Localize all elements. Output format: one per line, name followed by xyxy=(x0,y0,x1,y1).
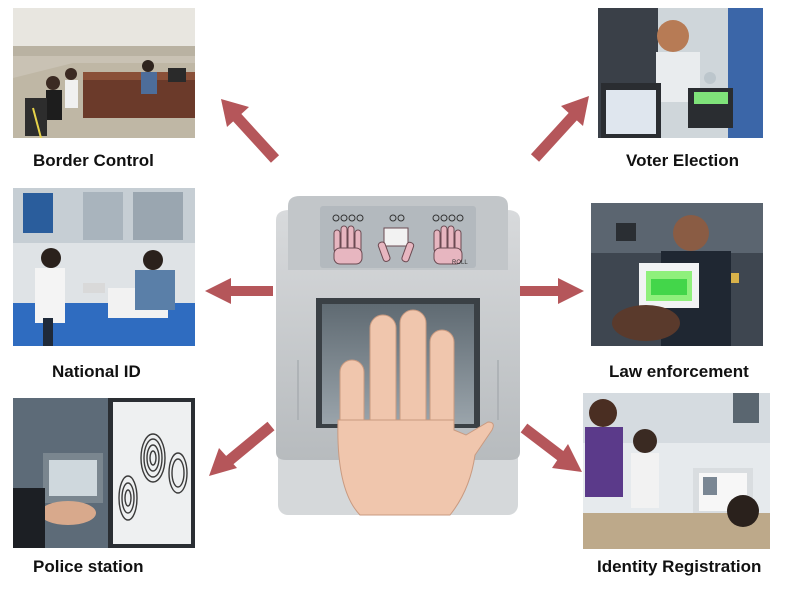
caption-identity-registration: Identity Registration xyxy=(597,557,762,576)
national-id-scene xyxy=(13,188,195,346)
hand-icon xyxy=(377,227,415,263)
voter-election-photo xyxy=(598,8,763,138)
hand-icon xyxy=(333,225,363,265)
arrow-icon-mid-left xyxy=(205,278,273,304)
arrow-icon-top-right xyxy=(530,96,589,162)
national-id-photo xyxy=(13,188,195,346)
border-control-scene xyxy=(13,8,195,138)
caption-law-enforcement: Law enforcement xyxy=(609,362,749,381)
border-control-photo xyxy=(13,8,195,138)
caption-border-control: Border Control xyxy=(33,151,154,170)
caption-voter-election: Voter Election xyxy=(626,151,740,170)
hand-icon xyxy=(337,309,494,516)
arrow-icon-mid-right xyxy=(520,278,584,304)
arrow-icon-bottom-right xyxy=(520,423,582,472)
identity-registration-scene xyxy=(583,393,770,549)
caption-national-id: National ID xyxy=(52,362,141,381)
fingerprint-scanner: ROLL xyxy=(270,190,526,520)
identity-registration-photo xyxy=(583,393,770,549)
arrow-icon-top-left xyxy=(221,99,280,163)
fingerprint-icon xyxy=(118,433,188,521)
arrow-icon-bottom-left xyxy=(209,421,275,476)
hand-icon xyxy=(433,225,463,265)
law-enforcement-photo xyxy=(591,203,763,346)
roll-label: ROLL xyxy=(452,260,468,266)
law-enforcement-scene xyxy=(591,203,763,346)
police-station-photo xyxy=(13,398,195,548)
police-station-scene xyxy=(13,398,195,548)
caption-police-station: Police station xyxy=(33,557,144,576)
voter-election-scene xyxy=(598,8,763,138)
